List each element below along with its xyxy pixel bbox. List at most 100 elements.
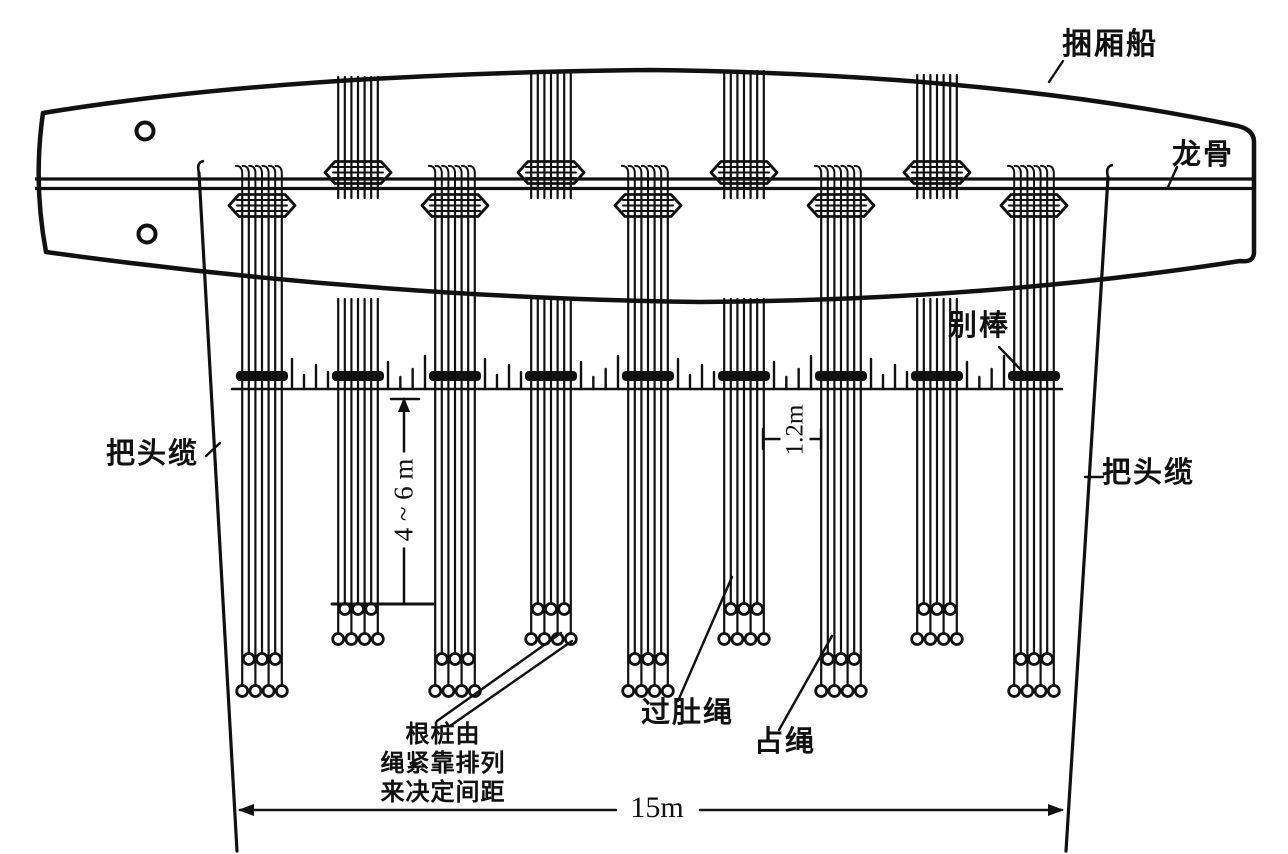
rope-end-knot	[717, 632, 732, 646]
rope-end-knot	[916, 602, 931, 616]
lashing-wrap	[516, 160, 586, 185]
keel-curl	[853, 164, 862, 195]
label-stick: 别棒	[948, 310, 1011, 342]
keel-curl	[814, 164, 823, 195]
rope-bundle	[613, 164, 683, 698]
spacing-note-line-3: 来决定间距	[380, 779, 506, 806]
keel-curl	[820, 164, 829, 195]
toggle-stick	[815, 371, 867, 381]
rope-end-knot	[756, 632, 771, 646]
rope-end-knot	[344, 632, 359, 646]
toggle-stick	[332, 371, 384, 381]
rope-end-knot	[943, 602, 958, 616]
keel-curl	[434, 164, 443, 195]
rope-end-knot	[370, 632, 385, 646]
dim-arrow-up	[398, 397, 410, 412]
rope-end-knot	[723, 602, 738, 616]
keel-curl	[1020, 164, 1029, 195]
rope-end-knot	[936, 632, 951, 646]
keel-curl	[1040, 164, 1049, 195]
rope-end-knot	[834, 652, 848, 666]
keel-curl	[467, 164, 476, 195]
rope-bundle	[806, 164, 876, 698]
hull-hole	[134, 120, 156, 142]
rope-end-knot	[428, 684, 443, 698]
rope-end-knot	[750, 602, 765, 616]
keel-curl	[241, 164, 250, 195]
keel-curl	[254, 164, 263, 195]
keel-curl	[248, 164, 257, 195]
keel-curl	[833, 164, 842, 195]
toggle-stick	[622, 371, 674, 381]
toggle-stick	[911, 371, 963, 381]
rope-end-knot	[530, 602, 545, 616]
label-head-cable-right: 把头缆	[1102, 457, 1196, 489]
rope-end-knot	[248, 684, 263, 698]
label-boat: 捆厢船	[1062, 28, 1158, 61]
keel-curl	[621, 164, 630, 195]
rope-end-knot	[1020, 684, 1035, 698]
lashing-wrap	[709, 160, 779, 185]
rope-end-knot	[820, 652, 835, 666]
rope-end-knot	[1040, 652, 1055, 666]
hull-hole	[136, 223, 158, 245]
keel-curl	[441, 164, 450, 195]
rope-end-knot	[454, 684, 469, 698]
keel-curl	[847, 164, 856, 195]
lashing-wrap	[227, 193, 297, 218]
rope-end-knot	[930, 602, 944, 616]
keel-curl	[1046, 164, 1055, 195]
keel-curl	[640, 164, 649, 195]
rope-end-knot	[241, 652, 256, 666]
rope-end-knot	[827, 684, 842, 698]
rope-bundle	[516, 70, 586, 646]
rope-end-knot	[524, 632, 539, 646]
rope-end-knot	[634, 684, 649, 698]
rope-end-knot	[255, 652, 269, 666]
keel-curl	[268, 164, 277, 195]
rope-end-knot	[1046, 684, 1061, 698]
keel-curl	[827, 164, 836, 195]
rope-end-knot	[923, 632, 938, 646]
dim-arrow-left	[238, 804, 254, 816]
rope-end-knot	[910, 632, 925, 646]
rope-end-knot	[840, 684, 855, 698]
rope-end-knot	[641, 652, 655, 666]
rope-bundle	[323, 75, 393, 646]
toggle-stick	[236, 371, 288, 381]
rope-bundle	[420, 164, 490, 698]
keel-curl	[1026, 164, 1035, 195]
rope-end-knot	[441, 684, 456, 698]
label-spacing-note: 根桩由 绳紧靠排列 来决定间距	[368, 720, 518, 807]
rope-end-knot	[268, 652, 283, 666]
label-keel: 龙骨	[1172, 139, 1235, 171]
lashing-wrap	[902, 160, 972, 185]
toggle-stick	[718, 371, 770, 381]
keel-curl	[261, 164, 270, 195]
lashing-wrap	[323, 160, 393, 185]
spacing-note-line-2: 绳紧靠排列	[380, 750, 506, 777]
rope-end-knot	[563, 632, 578, 646]
toggle-stick	[1008, 371, 1060, 381]
rope-end-knot	[448, 652, 462, 666]
dimension-width-15m: 15m	[630, 791, 684, 824]
keel-curl	[454, 164, 463, 195]
keel-curl	[447, 164, 456, 195]
keel-curl	[627, 164, 636, 195]
rope-end-knot	[274, 684, 289, 698]
rope-end-knot	[621, 684, 636, 698]
toggle-stick	[525, 371, 577, 381]
toggle-stick	[429, 371, 481, 381]
cable-hook	[196, 159, 205, 174]
keel-curl	[235, 164, 244, 195]
dimension-gap-1-2m: 1.2m	[780, 398, 810, 462]
keel-curl	[428, 164, 437, 195]
rope-end-knot	[1007, 684, 1022, 698]
rope-bundle	[999, 164, 1069, 698]
keel-curl	[1007, 164, 1016, 195]
rope-bundle	[709, 69, 779, 646]
rope-end-knot	[261, 684, 276, 698]
keel-curl	[1013, 164, 1022, 195]
